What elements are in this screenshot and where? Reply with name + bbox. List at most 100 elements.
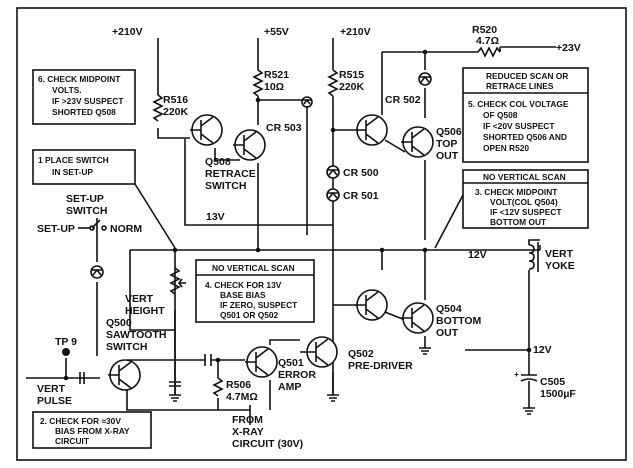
r520-ref: R520 <box>472 24 497 36</box>
junction <box>172 247 178 253</box>
q506-transistor-a <box>355 114 388 146</box>
q504-transistor-b <box>401 302 434 334</box>
q500-ref: Q500 <box>106 317 132 329</box>
supply-12v-top: 12V <box>468 249 487 261</box>
junction <box>422 247 428 253</box>
r521-resistor <box>252 69 264 97</box>
note2-line: CIRCUIT <box>55 436 90 446</box>
q504-line1: BOTTOM <box>436 315 482 327</box>
note3-body-line: IF <12V SUSPECT <box>490 207 562 217</box>
wire <box>384 139 406 153</box>
r506-ref: R506 <box>226 379 251 391</box>
note4-box <box>195 259 315 323</box>
wire <box>258 99 308 235</box>
note1-line: 1 PLACE SWITCH <box>38 155 109 165</box>
r515-value: 220K <box>339 81 365 93</box>
r515-ref: R515 <box>339 69 364 81</box>
vert-yoke-line1: VERT <box>545 248 574 260</box>
supply-13v: 13V <box>206 211 225 223</box>
cr500-label: CR 500 <box>343 167 379 179</box>
q504-ref: Q504 <box>436 303 462 315</box>
note6-line: SHORTED Q508 <box>52 107 116 117</box>
q504-line2: OUT <box>436 327 459 339</box>
note3-body-line: 3. CHECK MIDPOINT <box>475 187 558 197</box>
cr502-diode <box>418 72 432 86</box>
supply-55v: +55V <box>264 26 289 38</box>
cr500-diode <box>326 165 340 179</box>
leader-line <box>134 183 176 249</box>
ground-icon <box>419 347 431 355</box>
note1-box <box>32 149 136 185</box>
q504-transistor-a <box>355 289 388 321</box>
wire <box>184 139 333 226</box>
note4-body-line: Q501 OR Q502 <box>220 310 279 320</box>
q501-line1: ERROR <box>278 369 316 381</box>
q501-line2: AMP <box>278 381 301 393</box>
q508-transistor-a <box>190 114 223 146</box>
cr503-label: CR 503 <box>266 122 302 134</box>
note5-header-line: RETRACE LINES <box>486 81 554 91</box>
height-capacitor <box>169 381 181 387</box>
wire <box>65 358 100 379</box>
r521-ref: R521 <box>264 69 289 81</box>
junction <box>330 127 336 133</box>
note6-line: 6. CHECK MIDPOINT <box>38 74 121 84</box>
switch-title1: SET-UP <box>66 193 104 205</box>
vert-yoke-line2: YOKE <box>545 260 575 272</box>
wire <box>214 148 240 161</box>
r506-resistor <box>212 377 224 397</box>
switch-pos-setup: SET-UP <box>37 223 75 235</box>
supply-12v-bottom: 12V <box>533 344 552 356</box>
coupling-capacitor <box>204 354 212 366</box>
vert-height-line1: VERT <box>125 293 154 305</box>
supply-210v-left: +210V <box>112 26 143 38</box>
tp9-label: TP 9 <box>55 336 77 348</box>
setup-switch <box>78 218 107 231</box>
q506-line1: TOP <box>436 138 457 150</box>
r516-value: 220K <box>163 106 189 118</box>
note2-line: 2. CHECK FOR ≈30V <box>40 416 121 426</box>
r516-ref: R516 <box>163 94 188 106</box>
junction <box>63 375 69 381</box>
supply-23v: +23V <box>556 42 581 54</box>
cr501-diode <box>326 188 340 202</box>
from-xray-line3: CIRCUIT (30V) <box>232 438 303 450</box>
schematic-frame <box>16 7 627 461</box>
note5-body-line: OF Q508 <box>483 110 518 120</box>
cr501-label: CR 501 <box>343 190 379 202</box>
junction <box>255 97 261 103</box>
note5-body-line: 5. CHECK COL VOLTAGE <box>468 99 569 109</box>
q506-transistor-b <box>401 126 434 158</box>
junction <box>255 247 261 253</box>
q502-ref: Q502 <box>348 348 374 360</box>
r520-resistor <box>477 46 501 58</box>
cr502-label: CR 502 <box>385 94 421 106</box>
q500-line1: SAWTOOTH <box>106 329 166 341</box>
note6-box <box>32 69 136 125</box>
note3-body-line: VOLT(COL Q504) <box>490 197 558 207</box>
pot-wiper-arrow <box>178 278 186 288</box>
q500-transistor <box>108 359 141 391</box>
wire <box>126 390 250 411</box>
q502-transistor <box>300 336 338 368</box>
q501-ref: Q501 <box>278 357 304 369</box>
note4-body-line: IF ZERO, SUSPECT <box>220 300 298 310</box>
switch-pos-norm: NORM <box>110 223 142 235</box>
vert-pulse-line2: PULSE <box>37 395 72 407</box>
note2-line: BIAS FROM X-RAY <box>55 426 130 436</box>
note5-body-line: OPEN R520 <box>483 143 529 153</box>
input-capacitor <box>79 372 85 384</box>
junction <box>422 49 428 55</box>
tp9-test-point <box>62 348 70 356</box>
note4-body-line: BASE BIAS <box>220 290 266 300</box>
setup-diode <box>90 265 104 279</box>
r506-value: 4.7MΩ <box>226 391 258 403</box>
vert-height-pot <box>169 267 181 295</box>
junction <box>215 357 221 363</box>
vert-yoke-coil <box>528 239 540 272</box>
from-xray-line2: X-RAY <box>232 426 264 438</box>
vert-height-line2: HEIGHT <box>125 305 165 317</box>
note3-body-line: BOTTOM OUT <box>490 217 547 227</box>
r515-resistor <box>327 69 339 97</box>
